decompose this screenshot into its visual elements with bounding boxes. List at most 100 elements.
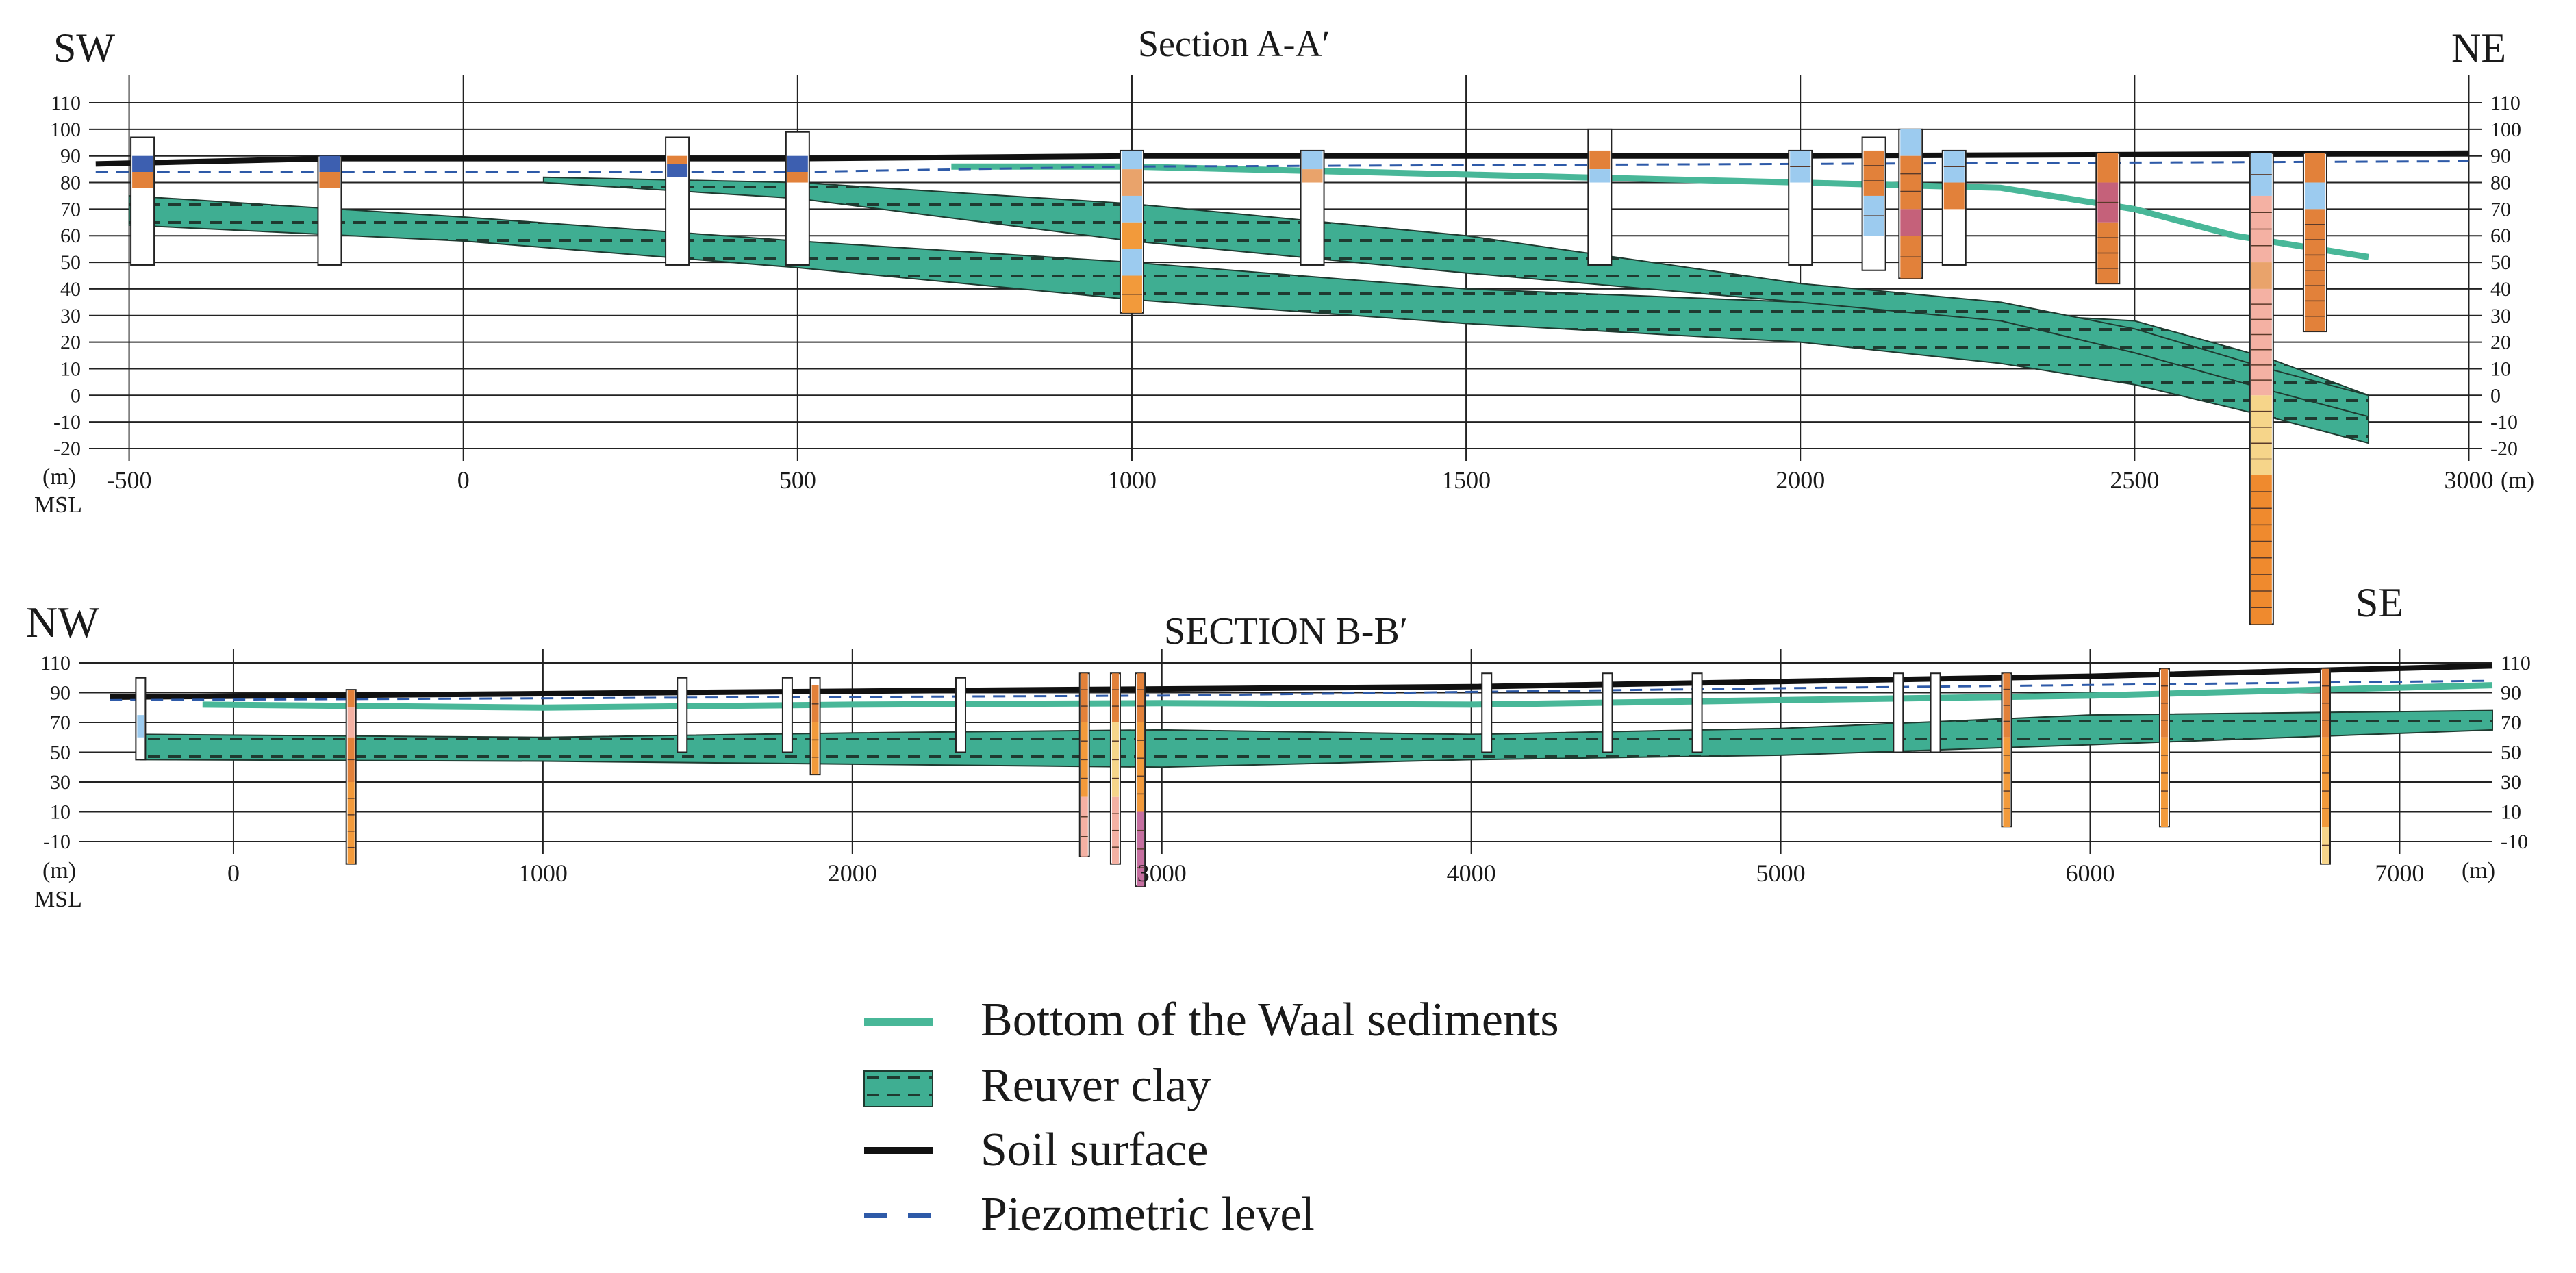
section-a-borehole-layer (1302, 150, 1323, 170)
section-a-borehole-layer (1121, 195, 1142, 223)
section-b-borehole (2001, 672, 2012, 828)
section-a-borehole-casing (1587, 128, 1613, 266)
section-b-piezometric-level (110, 679, 2493, 701)
section-b-piezo-line (110, 679, 2493, 701)
section-a-x-tick: 1500 (1441, 466, 1491, 494)
section-a-borehole-layer (319, 155, 340, 172)
section-b-reuver-clay (140, 709, 2493, 768)
section-b-borehole-layer (2160, 737, 2168, 827)
section-a-y-tick-left: 100 (50, 118, 81, 141)
section-a-unit-msl: MSL (34, 492, 82, 518)
section-a-y-tick-right: 50 (2490, 251, 2511, 274)
legend: Bottom of the Waal sediments Reuver clay… (863, 994, 1559, 1241)
section-a-borehole-layer (2251, 288, 2272, 396)
section-a-borehole-layer (1900, 209, 1921, 236)
section-a-borehole (1119, 149, 1144, 314)
section-a-y-tick-right: 10 (2490, 357, 2511, 380)
section-a-borehole (1788, 149, 1813, 266)
section-b-x-tick: 4000 (1447, 859, 1496, 887)
section-b-borehole-casing (1602, 672, 1613, 753)
section-b-borehole (1930, 672, 1941, 753)
section-a-borehole-layer (1589, 150, 1611, 170)
section-a-borehole (1300, 149, 1325, 266)
section-a-borehole-layer (2304, 182, 2325, 210)
section-a-y-tick-right: 20 (2490, 331, 2511, 354)
section-b-x-tick: 2000 (828, 859, 877, 887)
legend-clay-swatch (863, 1070, 933, 1107)
section-a-y-tick-right: -10 (2490, 411, 2518, 433)
section-b-waal-bottom (202, 682, 2493, 711)
section-a-borehole (1941, 149, 1967, 266)
section-a-x-tick: 1000 (1107, 466, 1157, 494)
legend-piezo-label: Piezometric level (981, 1188, 1315, 1241)
section-a-borehole-layer (2304, 153, 2325, 183)
section-a-x-tick: 2000 (1776, 466, 1825, 494)
section-a-x-tick: 0 (457, 466, 470, 494)
section-a-borehole-layer (667, 164, 688, 177)
section-b-borehole-layer (347, 707, 355, 738)
section-a-borehole (665, 136, 690, 266)
section-a-y-tick-right: 70 (2490, 198, 2511, 220)
section-b-y-tick-right: 110 (2501, 652, 2531, 675)
section-a-borehole-layer (1589, 169, 1611, 183)
section-b-borehole (1109, 672, 1121, 865)
section-b-y-tick-right: 50 (2501, 742, 2521, 764)
section-b-borehole (955, 677, 966, 753)
section-b-soil-line (110, 663, 2493, 701)
section-b-borehole (1481, 672, 1493, 753)
section-b-x-tick: 1000 (518, 859, 568, 887)
section-b-x-tick: 0 (227, 859, 240, 887)
section-a-y-tick-right: -20 (2490, 438, 2518, 460)
section-a-borehole-layer (1121, 169, 1142, 196)
section-a-borehole-layer (1302, 169, 1323, 183)
section-a-y-tick-left: 30 (60, 305, 81, 327)
section-b-borehole-layer (1111, 673, 1119, 722)
section-b-borehole (1135, 672, 1146, 887)
section-b-waal-line (202, 682, 2493, 711)
section-a-y-tick-right: 60 (2490, 225, 2511, 247)
section-a-y-tick-right: 80 (2490, 172, 2511, 194)
section-b-borehole (809, 677, 821, 776)
section-b-y-tick-right: 90 (2501, 682, 2521, 705)
section-a-borehole-layer (319, 172, 340, 188)
section-b-borehole-casing (1893, 672, 1904, 753)
section-b-y-tick-right: 70 (2501, 711, 2521, 734)
section-b-borehole-casing (955, 677, 966, 753)
section-a-borehole (1587, 128, 1613, 266)
section-a-x-tick: 500 (779, 466, 816, 494)
section-b-y-tick-left: 110 (40, 652, 71, 675)
section-b-borehole-layer (811, 722, 819, 775)
section-a-borehole-layer (2097, 153, 2119, 183)
section-a-left-direction: SW (53, 25, 115, 71)
section-a-borehole (785, 131, 810, 266)
section-a-y-tick-left: 10 (60, 357, 81, 380)
section-b-borehole (345, 689, 357, 865)
section-a-y-tick-left: 70 (60, 198, 81, 220)
section-a-borehole-layer (1863, 150, 1884, 196)
section-b-unit-msl: MSL (34, 887, 82, 912)
section-b-borehole-casing (1691, 672, 1703, 753)
section-a-borehole (2302, 152, 2327, 333)
section-b-borehole (677, 677, 688, 753)
section-a-borehole-layer (1900, 155, 1921, 210)
section-b-x-tick: 7000 (2375, 859, 2424, 887)
section-b-y-tick-right: -10 (2501, 831, 2528, 853)
section-b-boreholes (135, 668, 2331, 887)
section-b-y-tick-left: 70 (50, 711, 71, 734)
section-b-borehole-layer (2003, 737, 2010, 827)
section-b-borehole-layer (347, 782, 355, 864)
section-a-y-tick-left: 20 (60, 331, 81, 354)
section-b-borehole (1602, 672, 1613, 753)
section-b-borehole (135, 677, 147, 761)
section-b-borehole-casing (781, 677, 793, 753)
section-b-y-tick-left: -10 (43, 831, 71, 853)
section-b-soil-surface (110, 663, 2493, 701)
section-b-borehole (781, 677, 793, 753)
